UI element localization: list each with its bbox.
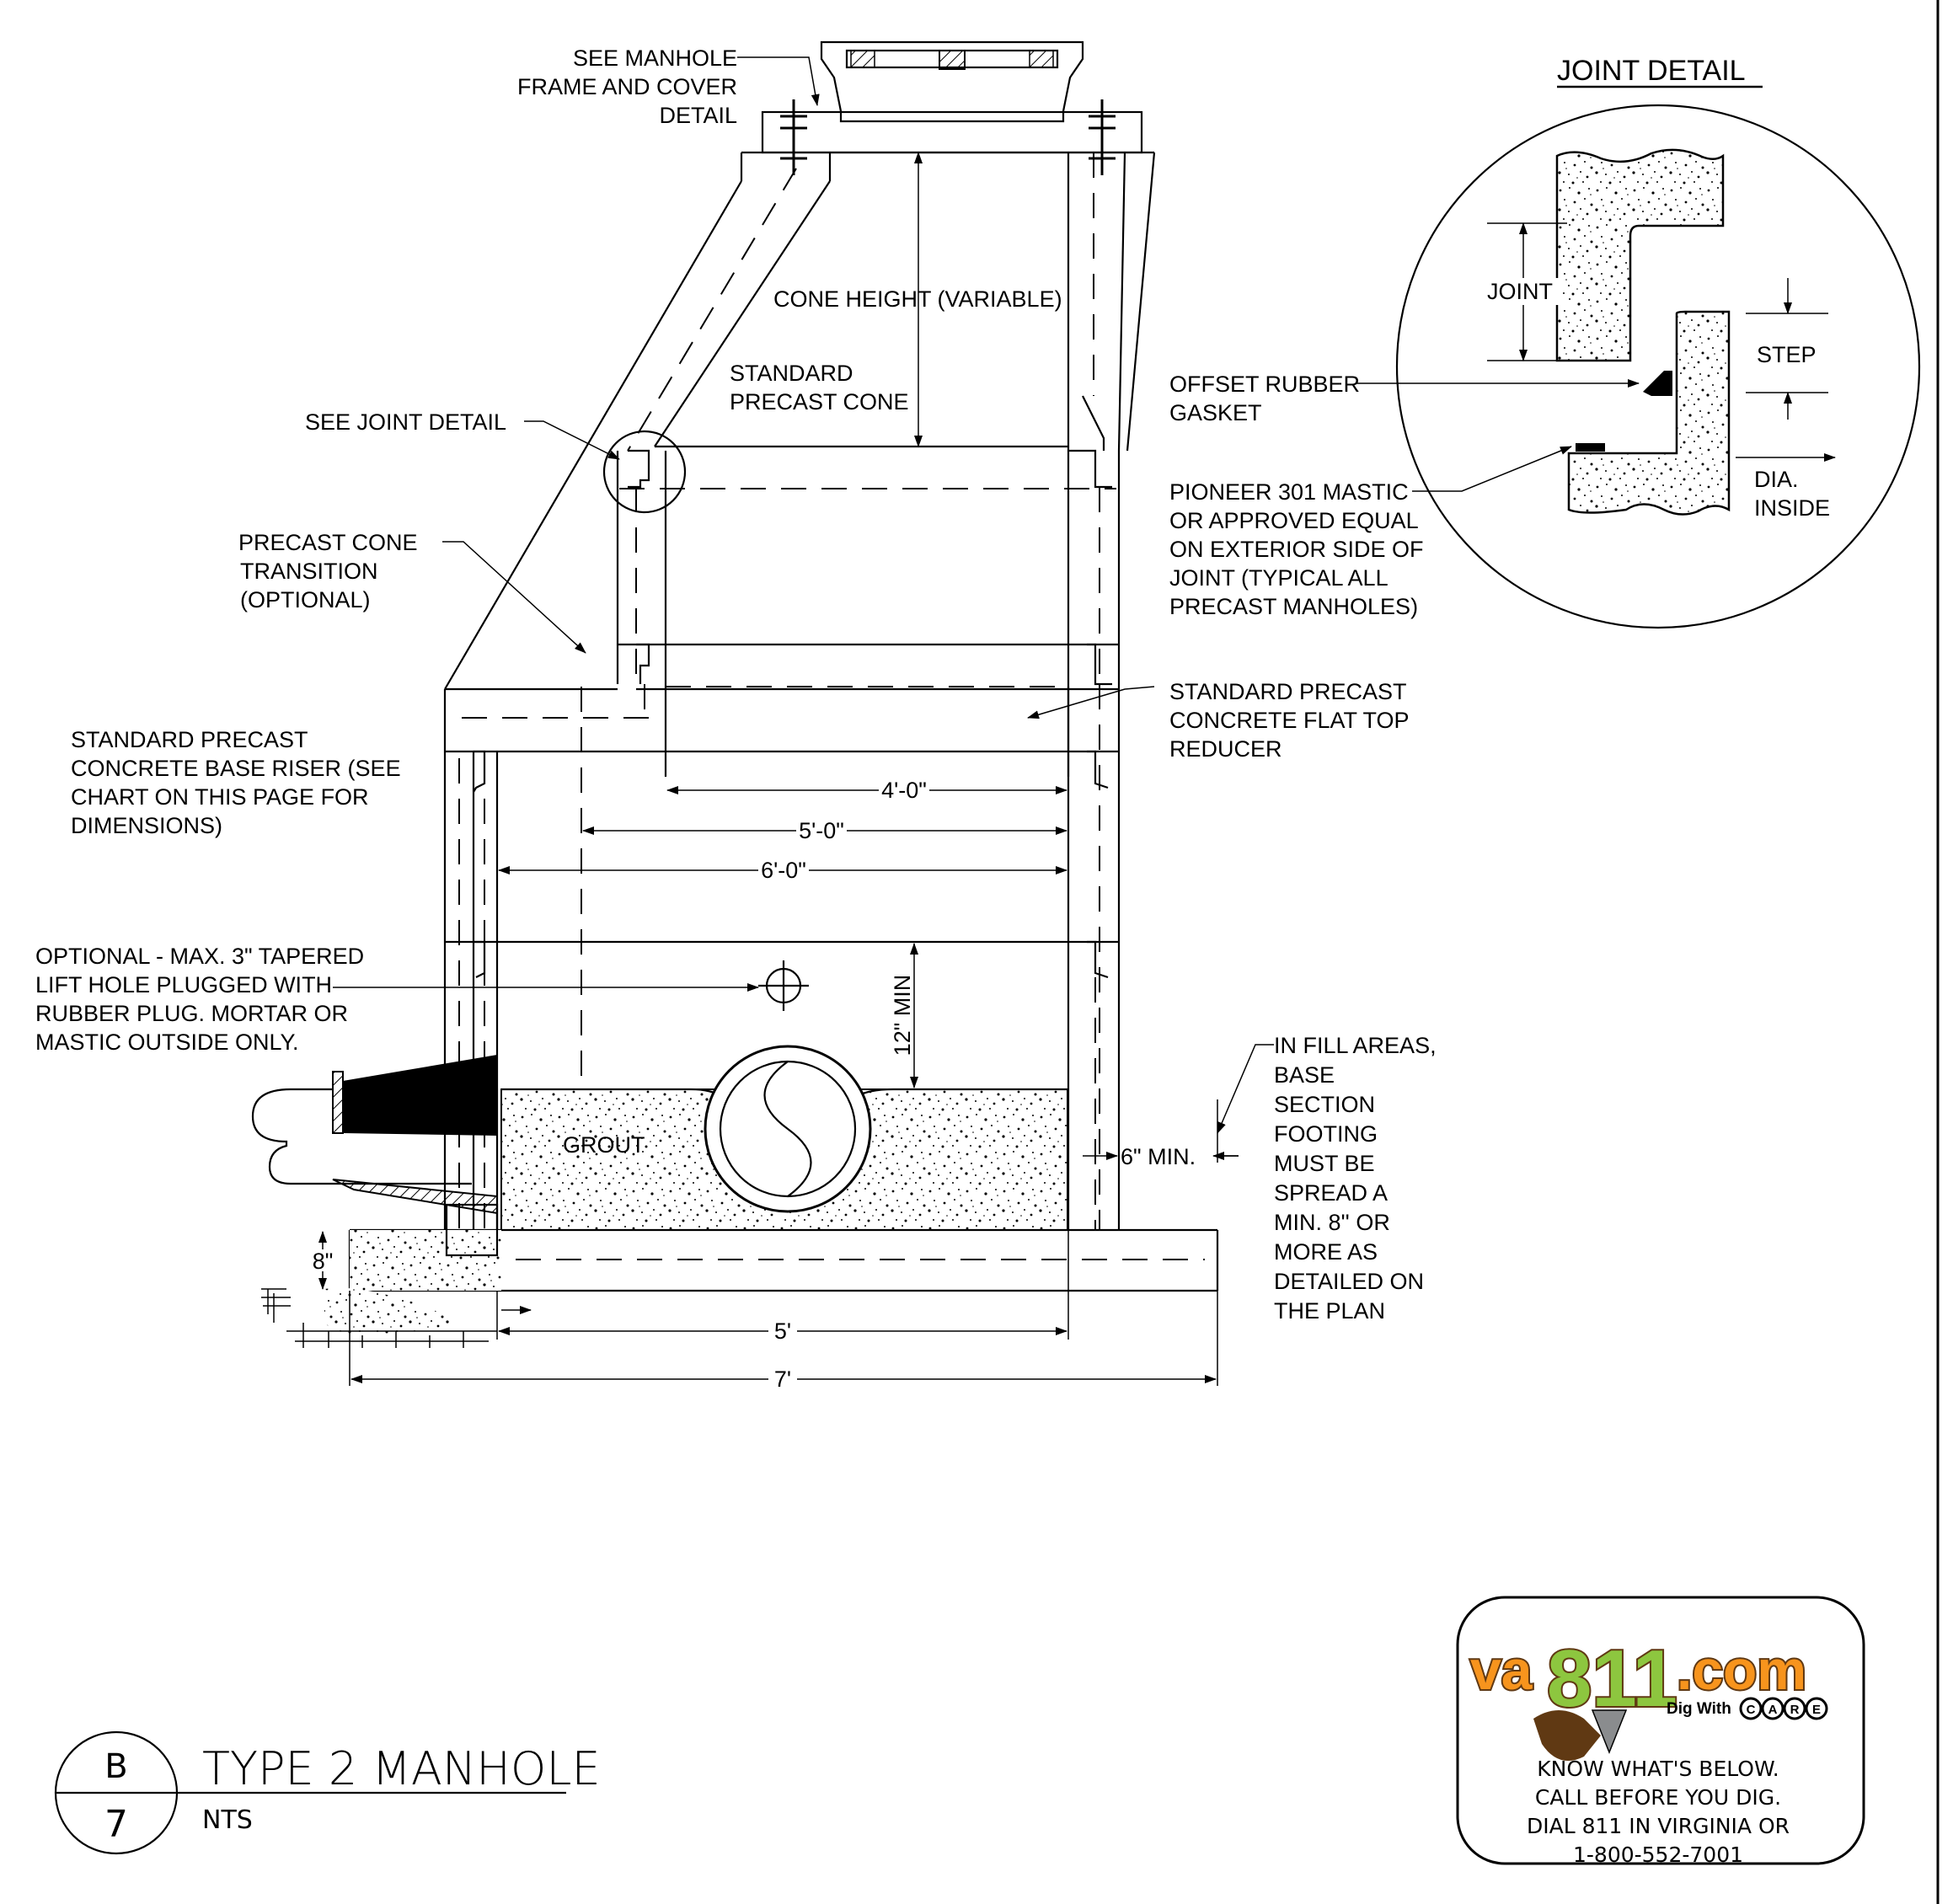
cone-transition-line3: (OPTIONAL) [240, 587, 371, 612]
lift-hole-line1: OPTIONAL - MAX. 3" TAPERED [35, 944, 364, 969]
mastic-line3: ON EXTERIOR SIDE OF [1169, 537, 1424, 562]
fill-note-line9: DETAILED ON [1274, 1269, 1424, 1294]
base-riser-line4: DIMENSIONS) [71, 813, 222, 838]
cone-transition-line1: PRECAST CONE [238, 530, 418, 555]
grout-label: GROUT [563, 1132, 645, 1158]
va811-logo: va 811 .com Dig With C A R E [1469, 1632, 1828, 1761]
dim-5ft: 5'-0" [799, 818, 844, 843]
fill-note-line4: FOOTING [1274, 1121, 1378, 1147]
joint-detail-title: JOINT DETAIL [1557, 55, 1746, 87]
cone-transition-section [616, 451, 1121, 777]
mastic-line5: PRECAST MANHOLES) [1169, 594, 1418, 619]
frame-note-line3: DETAIL [659, 103, 737, 128]
dim-4ft: 4'-0" [881, 778, 927, 803]
standard-cone-line2: PRECAST CONE [730, 389, 909, 414]
standard-cone-line1: STANDARD [730, 361, 853, 386]
detail-title-block: B 7 TYPE 2 MANHOLE NTS [54, 1730, 601, 1855]
dim-5ft-base: 5' [774, 1318, 791, 1344]
joint-callout-circle [602, 430, 687, 514]
manhole-structure [251, 40, 1219, 1348]
va811-notice: va 811 .com Dig With C A R E KNOW WHAT'S… [1456, 1596, 1865, 1867]
dim-12in-min: 12" MIN [890, 975, 915, 1056]
detail-number: 7 [104, 1803, 128, 1846]
va811-line2: CALL BEFORE YOU DIG. [1535, 1785, 1781, 1810]
dia-label-line2: INSIDE [1754, 495, 1830, 521]
flat-top-line2: CONCRETE FLAT TOP [1169, 708, 1410, 733]
manhole-labels: SEE MANHOLE FRAME AND COVER DETAIL CONE … [35, 45, 1437, 1392]
fill-note-line6: SPREAD A [1274, 1180, 1388, 1206]
fill-note-line7: MIN. 8'' OR [1274, 1210, 1390, 1235]
care-r: R [1790, 1703, 1800, 1717]
joint-detail-circle [1395, 104, 1921, 629]
dia-label-line1: DIA. [1754, 467, 1799, 492]
fill-note-line5: MUST BE [1274, 1151, 1375, 1176]
fill-note-line8: MORE AS [1274, 1239, 1378, 1265]
logo-811: 811 [1547, 1634, 1677, 1724]
outlet-pipe-channel [704, 1045, 872, 1213]
detail-scale: NTS [202, 1805, 253, 1835]
gasket-line1: OFFSET RUBBER [1169, 372, 1360, 397]
base-riser-line1: STANDARD PRECAST [71, 727, 308, 752]
frame-and-cover [761, 40, 1143, 175]
mastic-line2: OR APPROVED EQUAL [1169, 508, 1419, 533]
joint-detail: JOINT DETAIL JOINT STEP DIA. INSIDE OFFS… [1169, 55, 1921, 629]
dim-6in-min: 6" MIN. [1121, 1144, 1196, 1169]
care-a: A [1768, 1703, 1778, 1717]
care-c: C [1747, 1703, 1756, 1717]
fill-note-line2: BASE [1274, 1062, 1335, 1088]
frame-note-line2: FRAME AND COVER [517, 74, 737, 99]
joint-detail-ref: SEE JOINT DETAIL [305, 409, 506, 435]
precast-cone [444, 151, 1156, 690]
dim-8in: 8" [313, 1249, 334, 1274]
leaders [333, 56, 1274, 1134]
dim-7ft-base: 7' [774, 1366, 791, 1392]
frame-note-line1: SEE MANHOLE [573, 45, 737, 71]
cone-transition-line2: TRANSITION [240, 559, 378, 584]
logo-va: va [1470, 1639, 1533, 1701]
va811-line4: 1-800-552-7001 [1573, 1842, 1743, 1867]
logo-com: .com [1677, 1639, 1806, 1701]
va811-line3: DIAL 811 IN VIRGINIA OR [1527, 1814, 1790, 1838]
cone-height-label: CONE HEIGHT (VARIABLE) [773, 286, 1062, 312]
flat-top-line1: STANDARD PRECAST [1169, 679, 1407, 704]
fill-note-line1: IN FILL AREAS, [1274, 1033, 1437, 1058]
detail-title: TYPE 2 MANHOLE [202, 1742, 601, 1795]
base-riser-line3: CHART ON THIS PAGE FOR [71, 784, 369, 810]
lift-hole-symbol [758, 960, 809, 1011]
flat-top-line3: REDUCER [1169, 736, 1282, 762]
va811-line1: KNOW WHAT'S BELOW. [1537, 1757, 1779, 1781]
mastic-line4: JOINT (TYPICAL ALL [1169, 565, 1389, 591]
base-riser [445, 750, 1119, 1230]
lift-hole-line3: RUBBER PLUG. MORTAR OR [35, 1001, 348, 1026]
fill-note-line3: SECTION [1274, 1092, 1375, 1117]
gasket-line2: GASKET [1169, 400, 1262, 425]
lift-hole-line4: MASTIC OUTSIDE ONLY. [35, 1030, 299, 1055]
mastic-line1: PIONEER 301 MASTIC [1169, 479, 1409, 505]
joint-label: JOINT [1487, 279, 1553, 304]
inlet-pipe [251, 1055, 498, 1215]
care-e: E [1812, 1703, 1821, 1717]
detail-letter: B [104, 1747, 127, 1786]
logo-slogan: Dig With [1667, 1700, 1731, 1718]
base-riser-line2: CONCRETE BASE RISER (SEE [71, 756, 401, 781]
step-label: STEP [1757, 342, 1817, 367]
lift-hole-line2: LIFT HOLE PLUGGED WITH [35, 972, 332, 997]
fill-note-line10: THE PLAN [1274, 1298, 1385, 1324]
dim-6ft: 6'-0" [761, 858, 806, 883]
